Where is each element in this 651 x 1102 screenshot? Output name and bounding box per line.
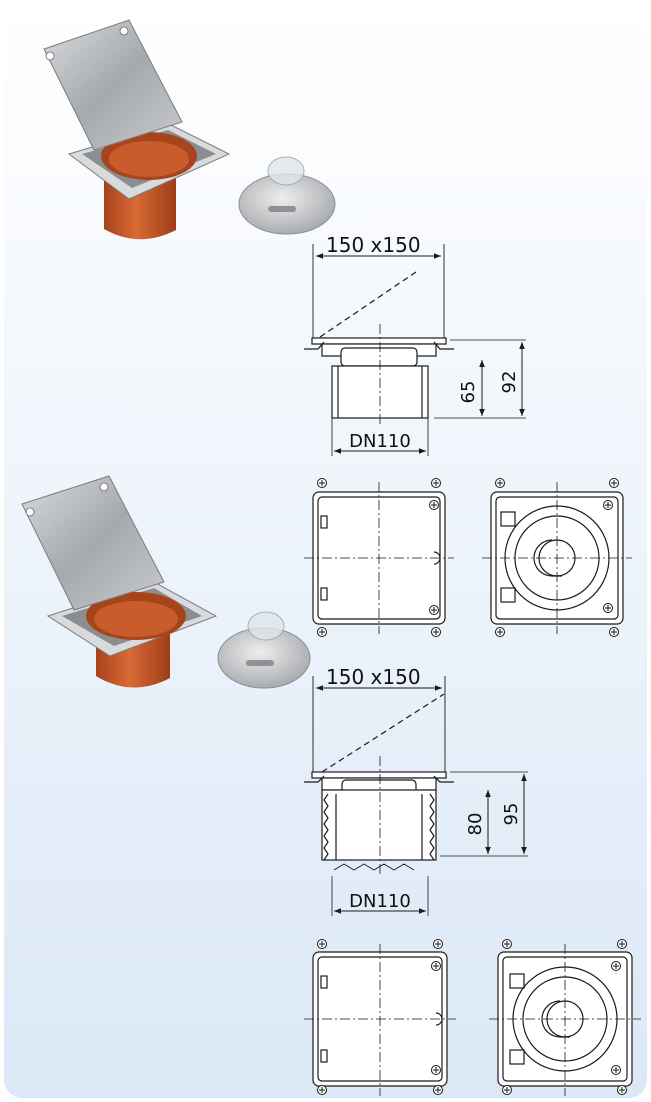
screw-icon — [609, 627, 619, 637]
screw-icon — [617, 1085, 627, 1095]
screw-icon — [317, 627, 327, 637]
screw-icon — [603, 500, 613, 510]
screw-icon — [317, 939, 327, 949]
spec-sheet-panel: 150 x150 65 92 DN110 — [4, 4, 647, 1098]
screw-icon — [433, 1085, 443, 1095]
drain-photo-1 — [43, 19, 336, 240]
pipe-diameter-label: DN110 — [349, 431, 411, 452]
total-height-label: 95 — [501, 803, 522, 826]
width-dimension-label: 150 x150 — [326, 233, 421, 257]
screw-icon — [611, 961, 621, 971]
screw-icon — [431, 961, 441, 971]
plan-view-frame-1 — [304, 482, 454, 634]
screw-icon — [429, 500, 439, 510]
screw-icon — [495, 627, 505, 637]
screw-icon — [603, 603, 613, 613]
screw-icon — [495, 478, 505, 488]
screw-icon — [317, 478, 327, 488]
screw-icon — [609, 478, 619, 488]
screw-icon — [317, 1085, 327, 1095]
screw-icon — [429, 605, 439, 615]
technical-drawing: 150 x150 65 92 DN110 — [4, 4, 647, 1098]
screw-icon — [431, 1065, 441, 1075]
screw-icon — [617, 939, 627, 949]
screw-icon — [611, 1065, 621, 1075]
pipe-diameter-label: DN110 — [349, 891, 411, 912]
total-height-label: 92 — [499, 371, 520, 394]
section-view-1 — [304, 244, 526, 456]
plan-view-plug-1 — [482, 482, 632, 634]
plan-view-frame-2 — [304, 944, 456, 1096]
plan-view-plug-2 — [489, 944, 641, 1096]
drain-photo-2 — [21, 475, 311, 689]
screw-icon — [502, 939, 512, 949]
section-view-2 — [304, 676, 528, 916]
body-height-label: 65 — [458, 381, 479, 404]
screw-icon — [433, 939, 443, 949]
width-dimension-label: 150 x150 — [326, 665, 421, 689]
screw-icon — [502, 1085, 512, 1095]
screw-icon — [431, 478, 441, 488]
body-height-label: 80 — [465, 813, 486, 836]
screw-icon — [431, 627, 441, 637]
